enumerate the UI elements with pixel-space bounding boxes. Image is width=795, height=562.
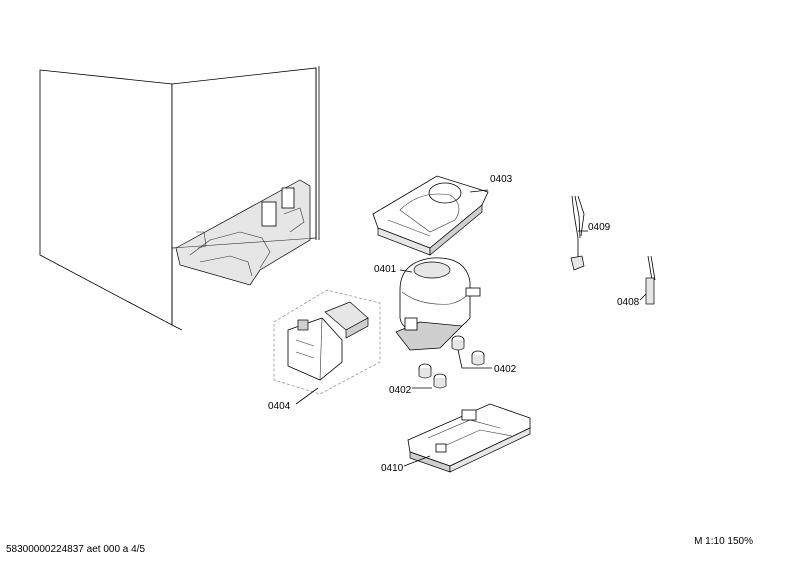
label-0409: 0409 [588,222,611,233]
part-0402-rubber-feet [412,335,492,389]
scale-indicator: M 1:10 150% [694,536,753,547]
part-0404-electronics-assembly [273,289,381,405]
cabinet-body [39,66,320,331]
part-0403-drip-tray [372,175,489,256]
label-0404: 0404 [268,401,291,412]
document-id: 58300000224837 aet 000 a 4/5 [6,544,146,555]
label-0403: 0403 [490,174,513,185]
label-0410: 0410 [381,463,404,474]
part-0410-base-plate [403,403,531,473]
part-0401-compressor [395,257,481,351]
part-0408-temperature-sensor [639,255,656,305]
label-0402-right: 0402 [494,364,517,375]
part-0409-power-cable [570,195,588,271]
label-0402-left: 0402 [389,385,412,396]
label-0401: 0401 [374,264,397,275]
label-0408: 0408 [617,297,640,308]
